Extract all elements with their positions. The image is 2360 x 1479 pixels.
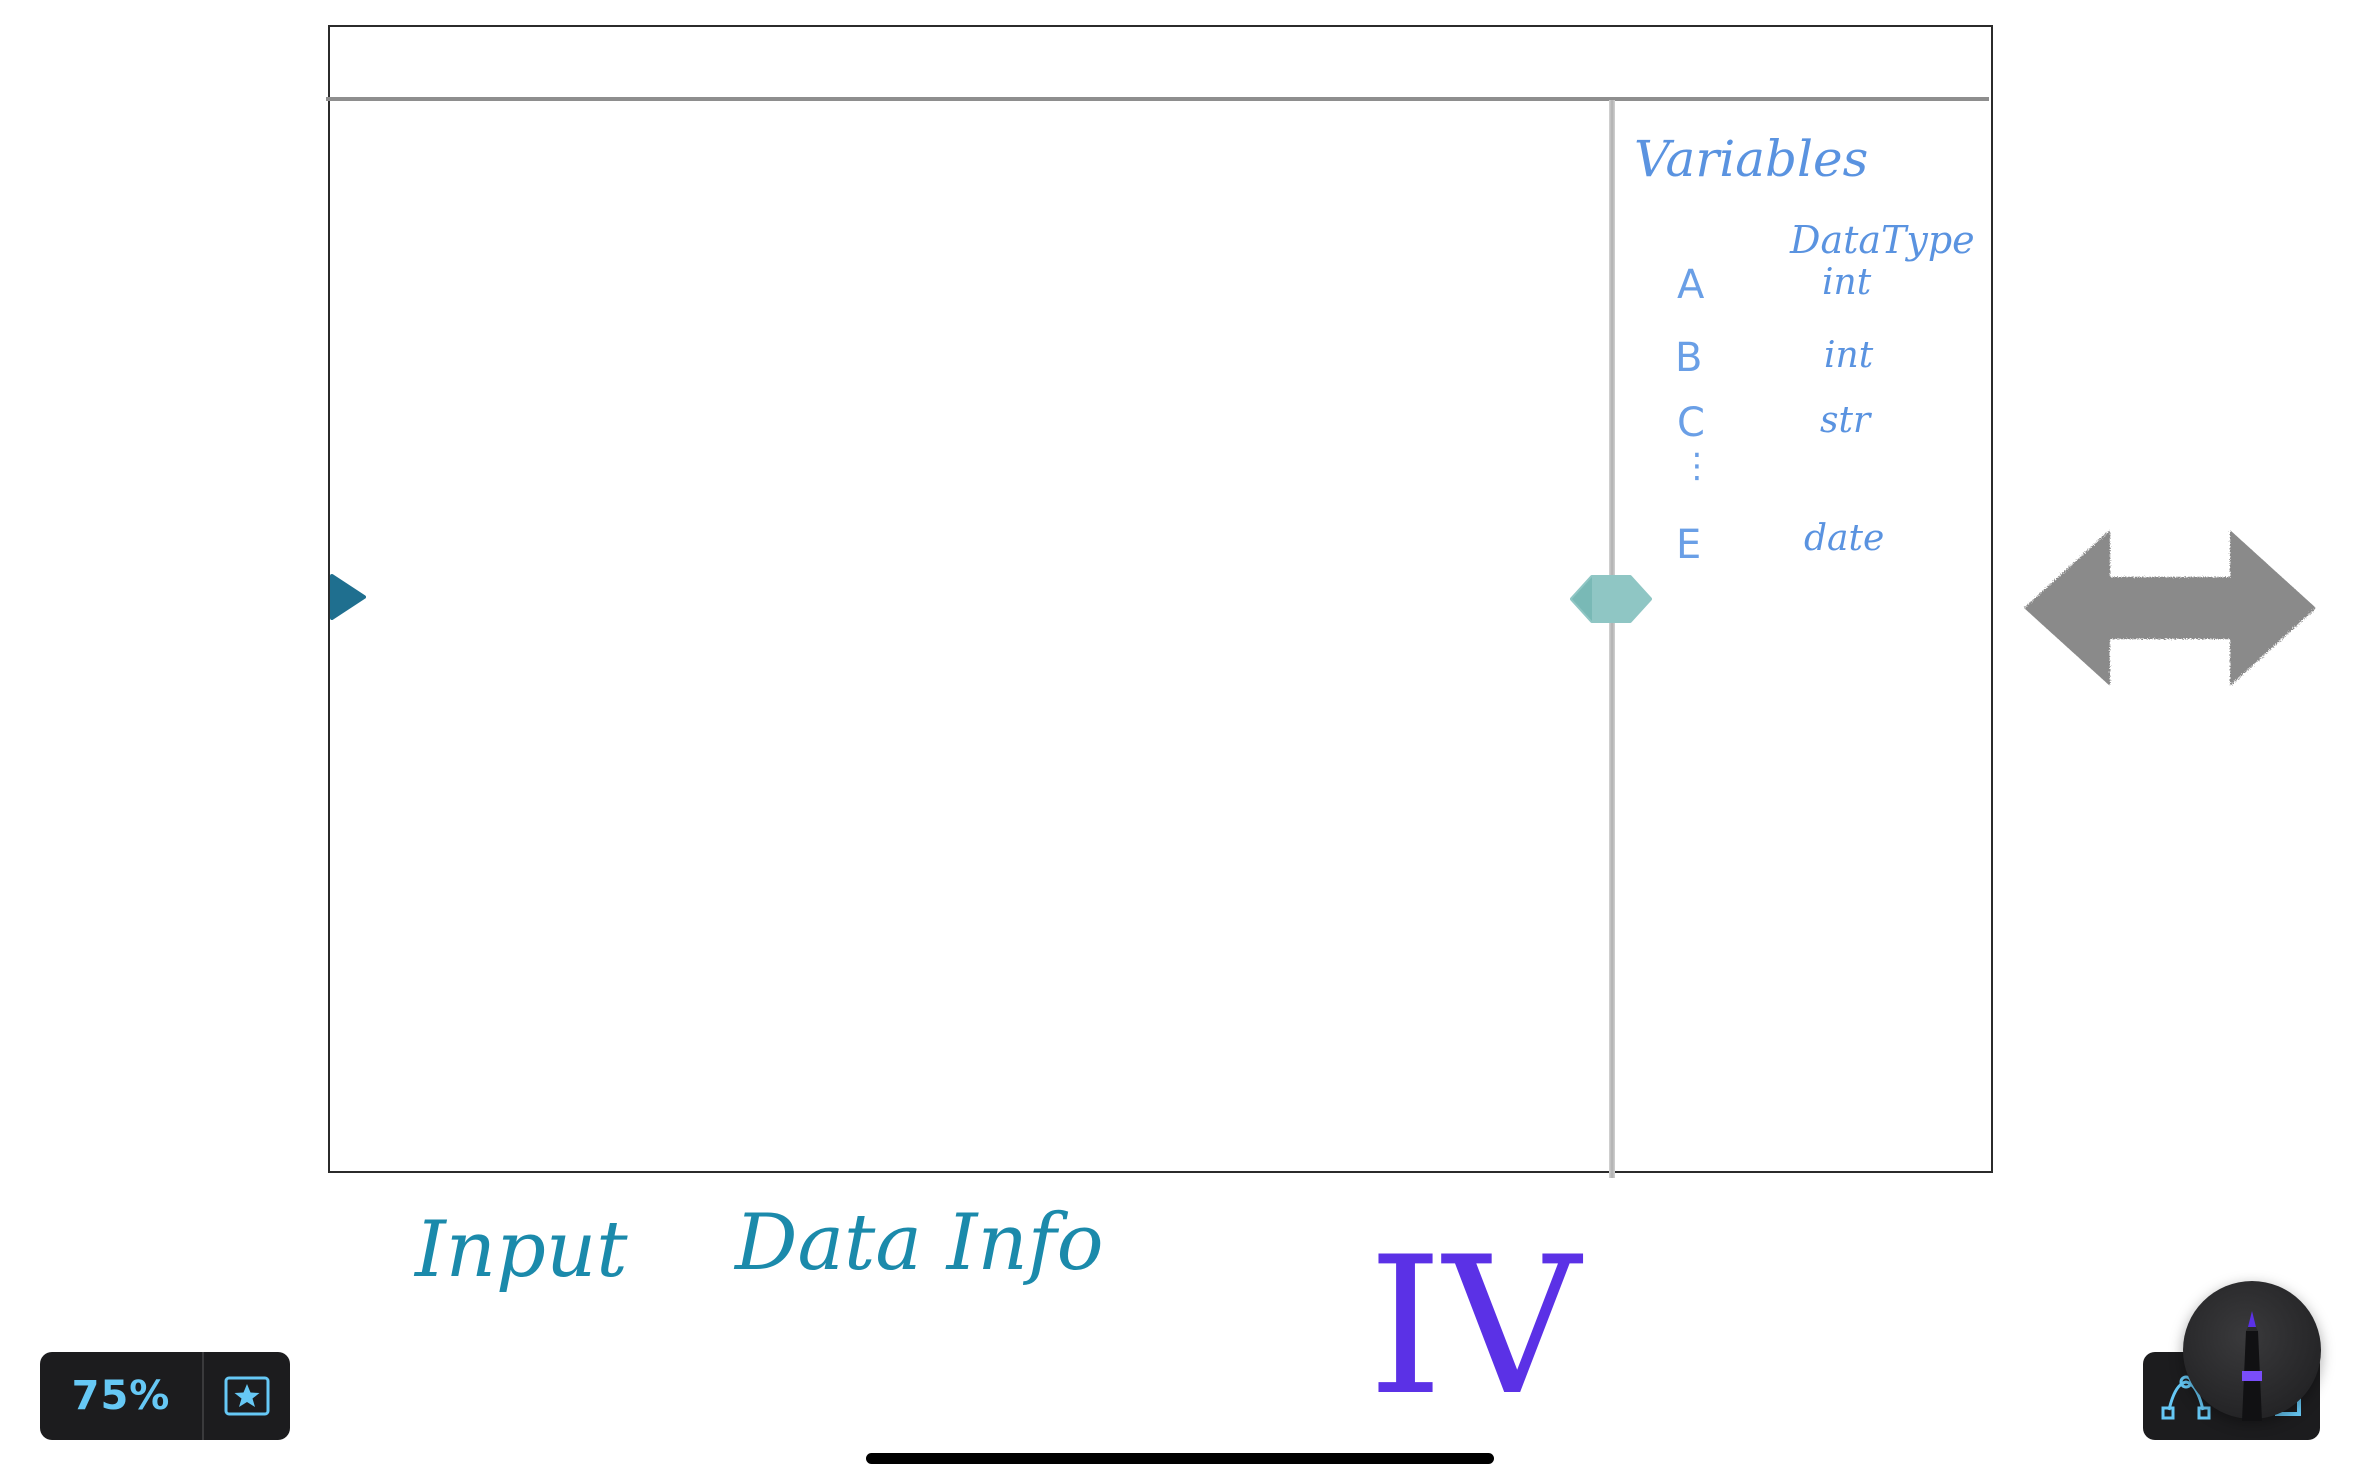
- variable-ellipsis: ⋮: [1680, 446, 1714, 486]
- variable-type: date: [1804, 518, 1885, 559]
- zoom-divider: [202, 1352, 204, 1440]
- home-indicator[interactable]: [866, 1453, 1494, 1464]
- panel-splitter[interactable]: [1609, 100, 1615, 1178]
- resize-double-arrow-icon: [2024, 530, 2316, 686]
- input-label: Input: [415, 1205, 628, 1295]
- zoom-control: 75%: [40, 1352, 290, 1440]
- wireframe-canvas: [328, 25, 1993, 1173]
- pen-tool-button[interactable]: [2183, 1281, 2321, 1421]
- zoom-level[interactable]: 75%: [71, 1373, 171, 1419]
- left-collapse-handle[interactable]: [330, 574, 366, 620]
- data-info-label: Data Info: [735, 1198, 1104, 1288]
- datatype-header: DataType: [1790, 218, 1975, 262]
- header-divider: [326, 97, 1989, 101]
- star-square-icon: [224, 1376, 270, 1416]
- variable-name: C: [1677, 400, 1705, 446]
- variable-name: B: [1675, 335, 1703, 381]
- favorite-button[interactable]: [204, 1352, 290, 1440]
- variable-type: int: [1822, 262, 1872, 303]
- variable-name: E: [1676, 522, 1702, 568]
- pen-icon: [2242, 1311, 2262, 1421]
- iv-label: IV: [1368, 1216, 1581, 1437]
- variable-type: int: [1824, 335, 1874, 376]
- variable-type: str: [1820, 400, 1871, 441]
- variable-name: A: [1677, 262, 1705, 308]
- splitter-drag-handle[interactable]: [1570, 574, 1652, 624]
- variables-title: Variables: [1634, 130, 1869, 188]
